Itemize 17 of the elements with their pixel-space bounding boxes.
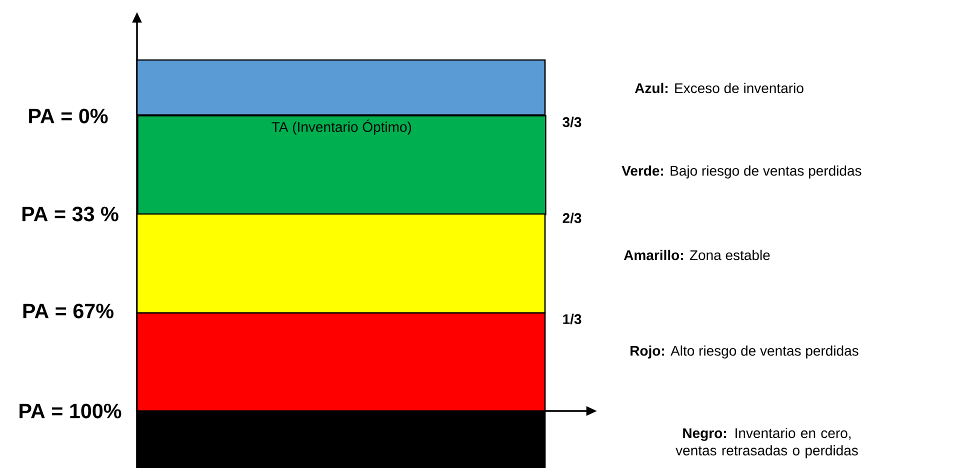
fraction-label: 2/3 — [562, 212, 582, 224]
color-band — [136, 213, 546, 314]
color-band — [136, 312, 546, 412]
color-description: Amarillo: Zona estable — [624, 250, 770, 260]
fraction-label: 1/3 — [563, 314, 582, 324]
color-description: Rojo: Alto riesgo de ventas perdidas — [630, 345, 858, 359]
color-band: TA (Inventario Óptimo) — [137, 115, 546, 216]
color-band — [136, 59, 546, 116]
level-label: PA = 33 % — [22, 206, 118, 222]
color-band — [136, 410, 546, 468]
level-label: PA = 100% — [20, 404, 122, 418]
color-description: Azul: Exceso de inventario — [634, 82, 804, 94]
fraction-label: 3/3 — [562, 116, 582, 128]
color-description: Negro: Inventario en cero, ventas retrasadas o perdidas — [676, 428, 858, 458]
level-label: PA = 0% — [29, 108, 108, 124]
color-description: Verde: Bajo riesgo de ventas perdidas — [622, 165, 862, 179]
level-label: PA = 67% — [23, 304, 114, 318]
